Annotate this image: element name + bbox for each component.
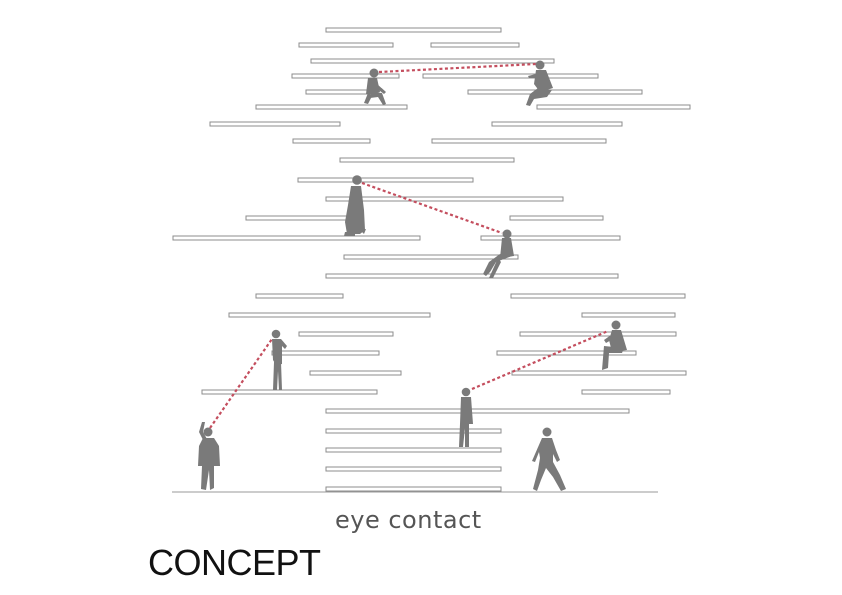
- plank: [496, 350, 637, 356]
- plank: [467, 89, 643, 95]
- plank: [325, 196, 564, 202]
- plank: [536, 104, 691, 110]
- standing-person-icon: [459, 387, 473, 447]
- sightline: [471, 329, 609, 391]
- plank: [422, 73, 599, 79]
- diagram-caption: eye contact: [335, 506, 482, 534]
- plank: [298, 331, 394, 337]
- plank: [228, 312, 431, 318]
- plank: [201, 389, 378, 395]
- plank: [255, 293, 344, 299]
- plank: [309, 370, 402, 376]
- page-title: CONCEPT: [148, 542, 321, 583]
- stair-planks: [172, 27, 691, 492]
- plank: [298, 42, 394, 48]
- plank: [325, 428, 502, 434]
- plank: [509, 215, 604, 221]
- walking-person-icon: [532, 427, 566, 491]
- plank: [325, 408, 630, 414]
- seated-person-icon: [526, 60, 553, 106]
- plank: [292, 138, 371, 144]
- plank: [271, 350, 380, 356]
- standing-person-icon: [271, 329, 287, 390]
- seated-person-icon: [364, 68, 386, 105]
- plank: [325, 486, 502, 492]
- plank: [291, 73, 400, 79]
- plank: [519, 331, 677, 337]
- plank: [325, 466, 502, 472]
- plank: [310, 58, 555, 64]
- plank: [245, 215, 356, 221]
- sightline: [209, 338, 273, 429]
- standing-woman-icon: [344, 175, 366, 236]
- plank: [255, 104, 408, 110]
- plank: [510, 293, 686, 299]
- plank: [325, 273, 619, 279]
- seated-person-icon: [602, 320, 627, 370]
- seated-person-icon: [483, 229, 514, 278]
- plank: [431, 138, 607, 144]
- plank: [581, 312, 676, 318]
- plank: [297, 177, 474, 183]
- sightline: [378, 62, 537, 74]
- plank: [480, 235, 621, 241]
- sightlines: [209, 62, 609, 429]
- figures: [198, 60, 627, 491]
- plank: [305, 89, 376, 95]
- plank: [581, 389, 671, 395]
- plank: [430, 42, 520, 48]
- waving-person-icon: [198, 422, 220, 490]
- sightline: [361, 181, 503, 235]
- plank: [511, 370, 687, 376]
- plank: [491, 121, 623, 127]
- plank: [325, 27, 502, 33]
- plank: [172, 235, 421, 241]
- plank: [339, 157, 515, 163]
- plank: [325, 447, 502, 453]
- plank: [209, 121, 341, 127]
- plank: [343, 254, 519, 260]
